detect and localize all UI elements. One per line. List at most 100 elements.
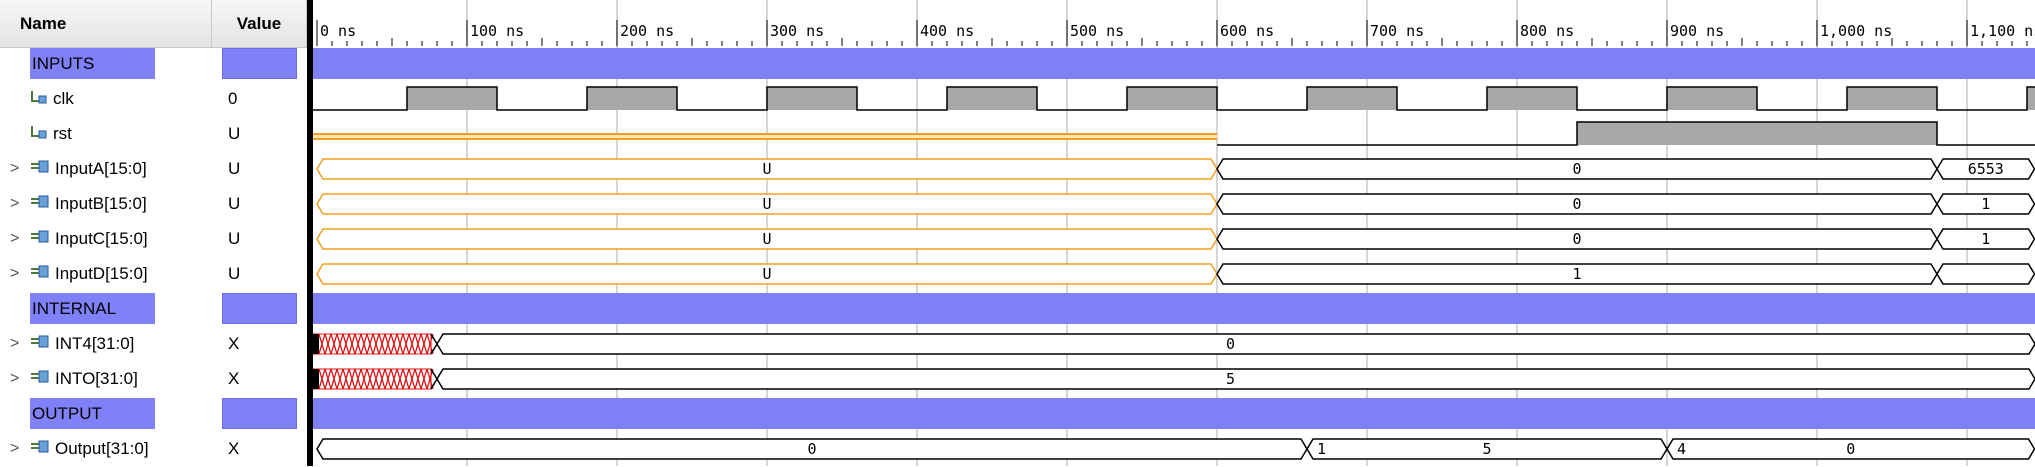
signal-name-pane: Name Value INPUTS clk 0 rst U > InputA[1… <box>0 0 307 466</box>
int4-unknown-hatch <box>354 333 362 355</box>
inputb-bus-value: U <box>762 195 771 213</box>
ruler-label: 400 ns <box>920 22 974 40</box>
int4-unknown-hatch <box>366 333 374 355</box>
signal-value-inputc: U <box>228 229 241 248</box>
output-bus-prefix: 4 <box>1677 440 1686 458</box>
into-unknown-hatch <box>342 368 350 390</box>
chevron-right-icon[interactable]: > <box>10 265 20 282</box>
signal-name-inputc: InputC[15:0] <box>30 221 148 256</box>
signal-row-int4[interactable]: > INT4[31:0] X <box>0 326 307 361</box>
signal-value-clk: 0 <box>228 89 238 108</box>
ruler-label: 1,000 ns <box>1820 22 1892 40</box>
rst-high-pulse <box>1577 122 1937 145</box>
int4-unknown-hatch <box>378 333 386 355</box>
inputc-bus-value: U <box>762 230 771 248</box>
into-unknown-hatch <box>354 368 362 390</box>
signal-row-inputa[interactable]: > InputA[15:0] U <box>0 151 307 186</box>
signal-name-clk: clk <box>30 81 74 116</box>
signal-row-inputd[interactable]: > InputD[15:0] U <box>0 256 307 291</box>
chevron-right-icon[interactable]: > <box>10 370 20 387</box>
signal-label: InputA[15:0] <box>55 159 147 178</box>
int4-bus-value: 0 <box>1226 335 1235 353</box>
signal-row-output[interactable]: > Output[31:0] X <box>0 431 307 466</box>
into-unknown-hatch <box>366 368 374 390</box>
name-column-header[interactable]: Name <box>0 0 212 48</box>
clock-high-pulse <box>947 87 1037 110</box>
signal-name-inputa: InputA[15:0] <box>30 151 147 186</box>
chevron-right-icon[interactable]: > <box>10 195 20 212</box>
into-unknown-hatch <box>360 368 368 390</box>
signal-row-inputc[interactable]: > InputC[15:0] U <box>0 221 307 256</box>
bus-signal-icon <box>30 257 50 292</box>
output-bus-prefix: 1 <box>1317 440 1326 458</box>
ruler-label: 700 ns <box>1370 22 1424 40</box>
ruler-label: 500 ns <box>1070 22 1124 40</box>
into-unknown-hatch <box>336 368 344 390</box>
clock-high-pulse <box>1127 87 1217 110</box>
into-unknown-hatch <box>384 368 392 390</box>
into-unknown-hatch <box>396 368 404 390</box>
signal-name-into: INTO[31:0] <box>30 361 138 396</box>
into-unknown-hatch <box>330 368 338 390</box>
signal-label: INTO[31:0] <box>55 369 138 388</box>
into-bus-segment <box>436 368 2035 390</box>
chevron-right-icon[interactable]: > <box>10 160 20 177</box>
signal-row-inputb[interactable]: > InputB[15:0] U <box>0 186 307 221</box>
signal-value-rst: U <box>228 124 241 143</box>
clock-high-pulse <box>767 87 857 110</box>
bit-signal-icon <box>30 82 48 117</box>
signal-row-rst[interactable]: rst U <box>0 116 307 151</box>
signal-name-int4: INT4[31:0] <box>30 326 134 361</box>
ruler-label: 900 ns <box>1670 22 1724 40</box>
ruler-label: 200 ns <box>620 22 674 40</box>
bus-signal-icon <box>30 222 50 257</box>
signal-label: clk <box>53 89 74 108</box>
ruler-label: 0 ns <box>320 22 356 40</box>
int4-unknown-hatch <box>336 333 344 355</box>
signal-value-inputa: U <box>228 159 241 178</box>
signal-name-inputb: InputB[15:0] <box>30 186 147 221</box>
signal-label: Output[31:0] <box>55 439 149 458</box>
int4-unknown-hatch <box>390 333 398 355</box>
clk-trace <box>313 86 2035 111</box>
int4-unknown-hatch <box>414 333 422 355</box>
signal-value-output: X <box>228 439 240 458</box>
group-band-inputs <box>313 48 2035 79</box>
signal-row-into[interactable]: > INTO[31:0] X <box>0 361 307 396</box>
group-value-output <box>222 398 297 429</box>
bus-signal-icon <box>30 187 50 222</box>
int4-unknown-hatch <box>402 333 410 355</box>
pane-divider[interactable] <box>307 0 313 466</box>
group-label-output: OUTPUT <box>30 398 155 429</box>
group-row-inputs[interactable]: INPUTS <box>0 46 307 81</box>
int4-unknown-hatch <box>330 333 338 355</box>
value-column-header[interactable]: Value <box>212 0 307 48</box>
int4-unknown-hatch <box>342 333 350 355</box>
int4-unknown-hatch <box>318 333 326 355</box>
int4-unknown-hatch <box>348 333 356 355</box>
group-row-internal[interactable]: INTERNAL <box>0 291 307 326</box>
into-unknown-hatch <box>408 368 416 390</box>
int4-unknown-hatch <box>396 333 404 355</box>
chevron-right-icon[interactable]: > <box>10 440 20 457</box>
signal-label: InputC[15:0] <box>55 229 148 248</box>
int4-bus-segment <box>436 333 2035 355</box>
bus-signal-icon <box>30 362 50 397</box>
clock-high-pulse <box>1667 87 1757 110</box>
signal-name-rst: rst <box>30 116 72 151</box>
into-bus-value: 5 <box>1226 370 1235 388</box>
into-unknown-hatch <box>420 368 428 390</box>
group-band-output-group <box>313 398 2035 429</box>
inputd-bus-value: U <box>762 265 771 283</box>
into-unknown-hatch <box>402 368 410 390</box>
signal-name-inputd: InputD[15:0] <box>30 256 148 291</box>
into-unknown-hatch <box>390 368 398 390</box>
signal-label: rst <box>53 124 72 143</box>
chevron-right-icon[interactable]: > <box>10 335 20 352</box>
signal-row-clk[interactable]: clk 0 <box>0 81 307 116</box>
ruler-label: 1,100 ns <box>1970 22 2035 40</box>
inputa-bus-value: U <box>762 160 771 178</box>
chevron-right-icon[interactable]: > <box>10 230 20 247</box>
group-row-output[interactable]: OUTPUT <box>0 396 307 431</box>
